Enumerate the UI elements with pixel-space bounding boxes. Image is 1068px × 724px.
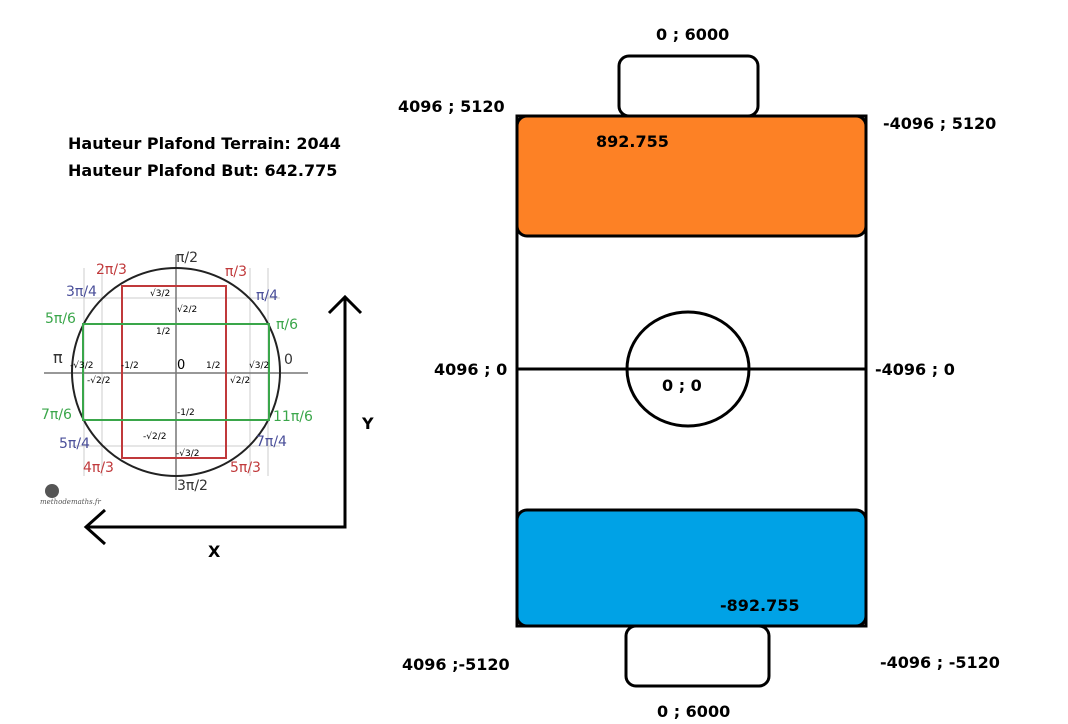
angle-label: 2π/3: [96, 262, 127, 278]
value-label: 0: [177, 358, 186, 373]
value-label: -√2/2: [143, 432, 167, 442]
credit-label: methodemaths.fr: [40, 498, 101, 506]
value-label: -√3/2: [70, 361, 94, 371]
ceiling-goal-label: Hauteur Plafond But: 642.775: [68, 161, 338, 180]
angle-label: π/6: [276, 317, 299, 333]
orange-zone: [515, 114, 868, 238]
blue-zone-value: -892.755: [720, 596, 800, 615]
green-rect: [82, 323, 270, 421]
angle-label: π/2: [176, 250, 199, 266]
value-label: -√3/2: [176, 449, 200, 459]
bottom-goal: [624, 624, 771, 688]
bottom-goal-coord: 0 ; 6000: [657, 702, 731, 721]
angle-label: π: [53, 348, 63, 367]
y-arrow-icon: [327, 294, 363, 315]
mid-right-coord: -4096 ; 0: [875, 360, 955, 379]
top-goal: [617, 54, 760, 118]
top-left-coord: 4096 ; 5120: [398, 97, 505, 116]
ceiling-field-label: Hauteur Plafond Terrain: 2044: [68, 134, 341, 153]
angle-label: π/3: [225, 264, 248, 280]
angle-label: 7π/4: [256, 434, 287, 450]
value-label: -√2/2: [87, 376, 111, 386]
red-rect: [121, 285, 227, 459]
value-label: 1/2: [206, 361, 221, 371]
angle-label: 3π/4: [66, 284, 97, 300]
blue-zone: [515, 508, 868, 628]
y-axis-label: Y: [362, 414, 374, 433]
x-axis-label: X: [208, 542, 221, 561]
angle-label: 0: [284, 352, 293, 368]
center-circle: [625, 310, 751, 428]
unit-circle: [71, 267, 281, 477]
bottom-right-coord: -4096 ; -5120: [880, 653, 1000, 672]
value-label: -1/2: [177, 408, 195, 418]
angle-label: π/4: [256, 288, 279, 304]
value-label: 1/2: [156, 327, 171, 337]
x-arrow-icon: [83, 508, 107, 546]
angle-label: 11π/6: [273, 409, 313, 425]
angle-label: 7π/6: [41, 407, 72, 423]
orange-zone-value: 892.755: [596, 132, 669, 151]
angle-label: 5π/4: [59, 436, 90, 452]
center-coord: 0 ; 0: [662, 376, 702, 395]
value-label: √2/2: [177, 305, 198, 315]
axes-lines: [86, 298, 347, 529]
angle-label: 3π/2: [177, 478, 208, 494]
mid-left-coord: 4096 ; 0: [434, 360, 508, 379]
top-goal-coord: 0 ; 6000: [656, 25, 730, 44]
value-label: -1/2: [121, 361, 139, 371]
value-label: √3/2: [249, 361, 270, 371]
top-right-coord: -4096 ; 5120: [883, 114, 997, 133]
angle-label: 5π/3: [230, 460, 261, 476]
value-label: √2/2: [230, 376, 251, 386]
angle-label: 5π/6: [45, 311, 76, 327]
value-label: √3/2: [150, 289, 171, 299]
logo-icon: [45, 484, 59, 498]
angle-label: 4π/3: [83, 460, 114, 476]
bottom-left-coord: 4096 ;-5120: [402, 655, 510, 674]
